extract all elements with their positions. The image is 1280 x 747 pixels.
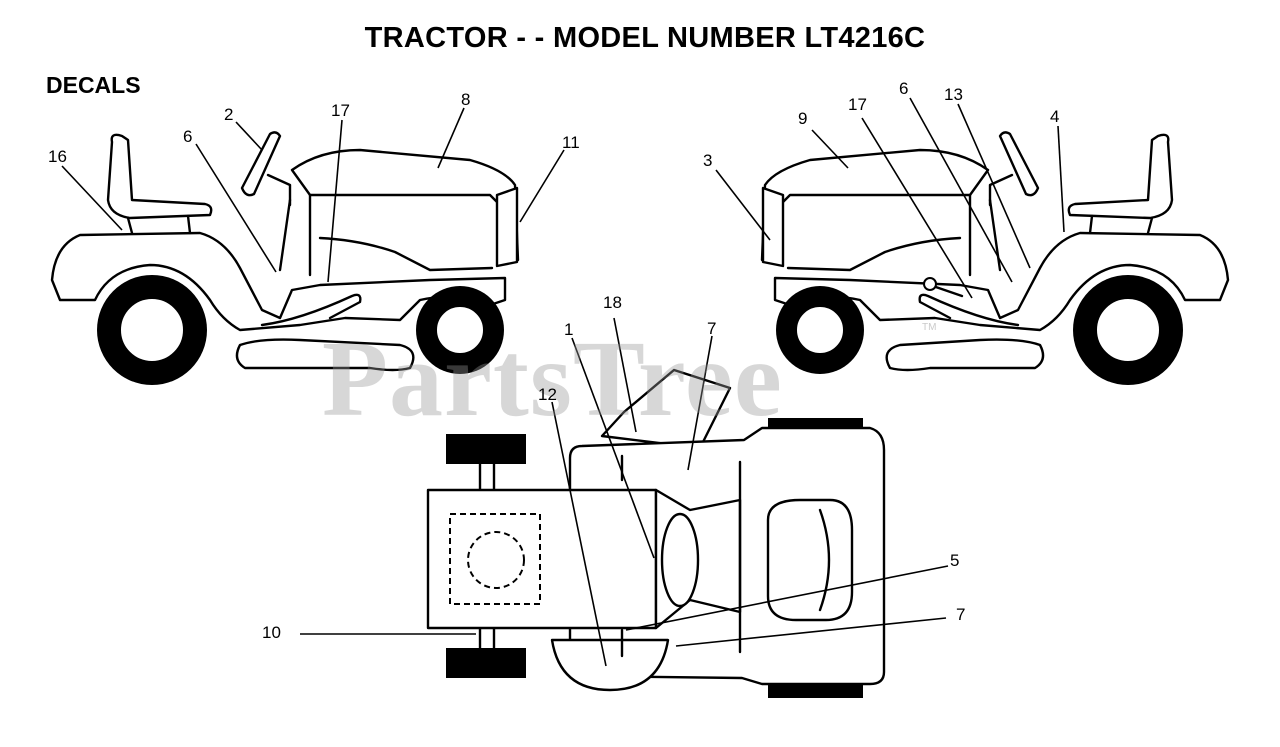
callout-4: 4: [1050, 107, 1060, 126]
callout-2: 2: [224, 105, 234, 124]
callout-8: 8: [461, 90, 471, 109]
callout-7-bottom: 7: [956, 605, 966, 624]
watermark-trademark: TM: [922, 322, 937, 333]
callout-18: 18: [603, 293, 622, 312]
watermark: PartsTree: [322, 320, 783, 439]
callout-9: 9: [798, 109, 808, 128]
callout-17: 17: [331, 101, 350, 120]
callout-11: 11: [562, 133, 580, 152]
callout-1: 1: [564, 320, 574, 339]
callout-16: 16: [48, 147, 67, 166]
callout-6: 6: [183, 127, 193, 146]
section-label: DECALS: [46, 72, 141, 98]
callout-7-top: 7: [707, 319, 717, 338]
callout-5: 5: [950, 551, 960, 570]
callout-17-right: 17: [848, 95, 867, 114]
callout-10: 10: [262, 623, 281, 642]
callout-6-right: 6: [899, 79, 909, 98]
callout-3: 3: [703, 151, 713, 170]
page-title: TRACTOR - - MODEL NUMBER LT4216C: [364, 22, 926, 54]
callout-12: 12: [538, 385, 557, 404]
tractor-top-view: [300, 317, 949, 698]
tractor-right-side-view: [715, 97, 1230, 385]
tractor-left-side-view: [50, 107, 565, 385]
callout-13: 13: [944, 85, 963, 104]
